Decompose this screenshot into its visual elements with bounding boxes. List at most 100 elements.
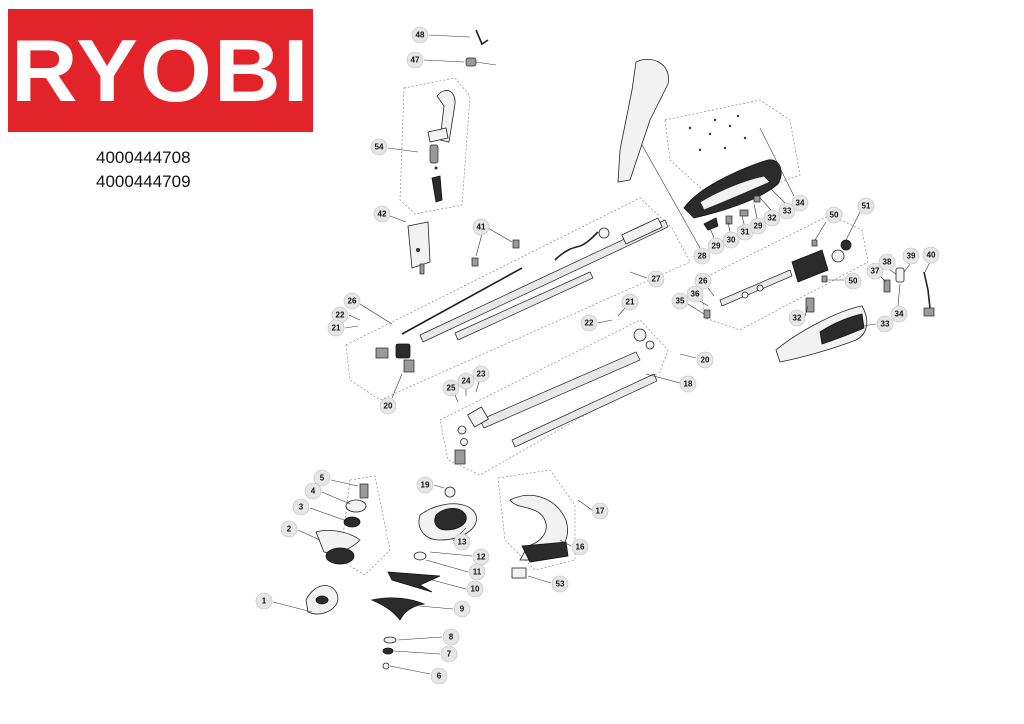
guard [509, 495, 569, 579]
callout: 23 [472, 365, 490, 393]
callout-number: 41 [477, 223, 486, 232]
model-number: 4000444709 [96, 172, 191, 191]
callout: 32 [788, 305, 809, 327]
callout-number: 31 [741, 228, 750, 237]
callout-number: 17 [596, 507, 605, 516]
callout: 22 [331, 306, 361, 324]
callout: 18 [645, 373, 697, 393]
callout-number: 2 [287, 525, 292, 534]
callout: 16 [559, 538, 589, 556]
callout-number: 28 [698, 252, 707, 261]
carry-strap [617, 58, 669, 183]
callout: 10 [431, 579, 484, 598]
callout: 48 [411, 26, 471, 44]
callout: 34 [759, 127, 809, 212]
callout-number: 32 [793, 314, 802, 323]
callout: 12 [429, 548, 490, 566]
blade-adapter-parts [305, 483, 369, 615]
drive-shaft-upper [401, 217, 669, 343]
lower-shaft-group-outline [439, 319, 669, 476]
callout: 19 [416, 476, 445, 494]
callout-number: 25 [447, 384, 456, 393]
callout-number: 26 [699, 277, 708, 286]
callout-number: 50 [849, 277, 858, 286]
callout: 20 [379, 373, 403, 415]
callout-number: 6 [437, 672, 442, 681]
callout-number: 48 [416, 31, 425, 40]
callout: 40 [922, 246, 940, 273]
callout: 29 [749, 203, 767, 235]
callout-number: 9 [460, 605, 465, 614]
callout: 21 [327, 319, 359, 337]
callout: 8 [397, 628, 460, 646]
callout-number: 32 [768, 214, 777, 223]
callout-number: 1 [262, 597, 267, 606]
callout: 39 [902, 247, 920, 273]
callout-number: 16 [576, 543, 585, 552]
callout: 3 [292, 498, 345, 521]
callout-number: 21 [626, 298, 635, 307]
callout: 32 [759, 197, 781, 227]
callout-number: 40 [927, 251, 936, 260]
callout: 2 [280, 520, 321, 541]
trigger-parts [703, 195, 761, 231]
callout-number: 53 [556, 580, 565, 589]
callout-number: 12 [477, 553, 486, 562]
callout-number: 10 [471, 585, 480, 594]
callout: 50 [826, 272, 862, 290]
callout: 35 [671, 292, 705, 315]
callout-number: 33 [783, 207, 792, 216]
callout-number: 22 [585, 319, 594, 328]
callout: 42 [373, 205, 407, 223]
callout: 6 [389, 665, 448, 685]
handle-group-outline [399, 77, 471, 215]
motor-housing-lower [775, 305, 868, 363]
callout-number: 5 [320, 474, 325, 483]
callout-number: 47 [411, 56, 420, 65]
callout-number: 13 [458, 538, 467, 547]
motor-housing-group-outline [664, 99, 801, 206]
callout: 22 [580, 314, 613, 332]
callout-number: 8 [449, 633, 454, 642]
callout-number: 51 [862, 202, 871, 211]
callout-number: 20 [384, 402, 393, 411]
callout-number: 29 [754, 222, 763, 231]
callout: 24 [457, 372, 475, 396]
callout: 5 [313, 469, 359, 487]
drive-shaft-lower [454, 328, 658, 465]
callout-number: 24 [462, 377, 471, 386]
callout-number: 27 [652, 275, 661, 284]
callout-number: 20 [701, 356, 710, 365]
callout-number: 23 [477, 370, 486, 379]
callout: 51 [845, 197, 875, 241]
callout-number: 3 [299, 503, 304, 512]
clip [471, 257, 479, 267]
callout-number: 50 [830, 211, 839, 220]
knob-bolt [465, 57, 497, 67]
callout-number: 11 [473, 568, 482, 577]
callout-number: 37 [871, 267, 880, 276]
callout: 50 [814, 206, 843, 241]
callout: 1 [255, 592, 313, 613]
cutting-blade [370, 551, 441, 670]
callout-number: 7 [447, 650, 452, 659]
callout-number: 38 [883, 258, 892, 267]
upper-shaft-group-outline [345, 197, 691, 401]
model-number: 4000444708 [96, 148, 191, 167]
callout: 33 [769, 187, 796, 220]
hex-key [475, 29, 489, 46]
callout-number: 35 [676, 297, 685, 306]
callout-number: 22 [336, 311, 345, 320]
blade-group-outline [339, 475, 391, 576]
callout: 37 [866, 262, 887, 283]
callout: 33 [861, 315, 894, 333]
callout: 26 [343, 292, 393, 325]
callout-number: 34 [895, 310, 904, 319]
callout: 4 [304, 482, 351, 505]
callout: 29 [707, 227, 725, 255]
logo-text: RYOBI [10, 20, 311, 120]
guard-group-outline [497, 469, 576, 571]
callout: 20 [679, 351, 714, 369]
motor [719, 239, 852, 307]
